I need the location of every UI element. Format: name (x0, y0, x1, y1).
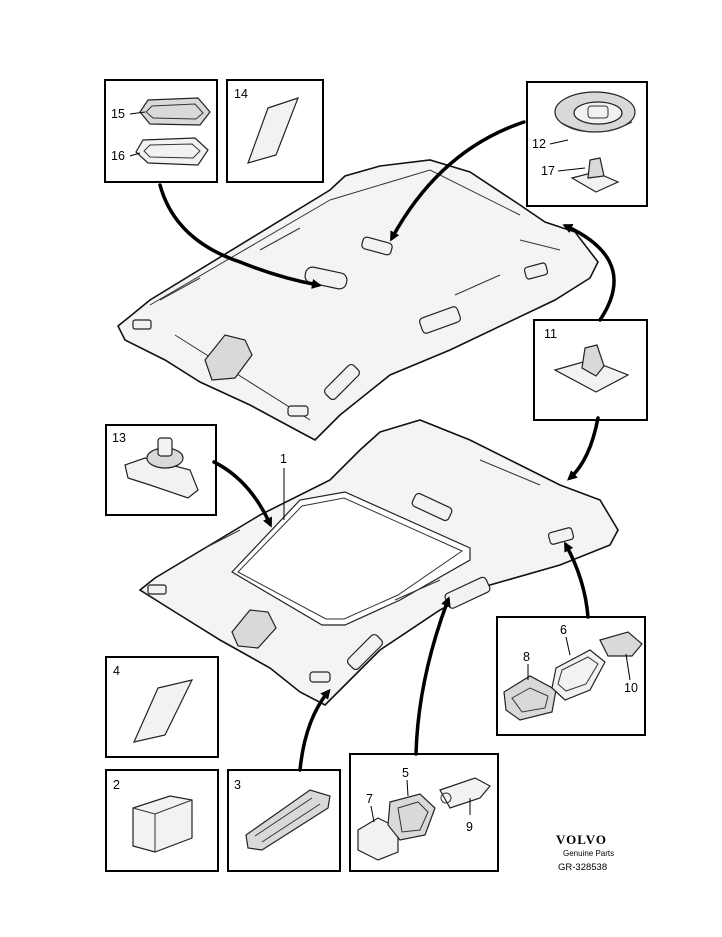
callout-6: 6 (560, 623, 567, 637)
callout-9: 9 (466, 820, 473, 834)
inset-box-3: 3 (227, 769, 341, 872)
diagram-code: GR-328538 (558, 862, 607, 873)
callout-10: 10 (624, 681, 638, 695)
inset-box-14: 14 (226, 79, 324, 183)
part-5-lens (387, 793, 436, 841)
callout-12: 12 (532, 137, 546, 151)
sunroof-opening (231, 491, 471, 626)
part-8-lamp (503, 675, 557, 721)
callout-1: 1 (280, 452, 287, 466)
callout-5: 5 (402, 766, 409, 780)
part-2-pad (132, 795, 193, 853)
inset-box-15-16: 15 16 (104, 79, 218, 183)
callout-16: 16 (111, 149, 125, 163)
inset-box-4: 4 (105, 656, 219, 758)
callout-7: 7 (366, 792, 373, 806)
callout-3: 3 (234, 778, 241, 792)
headliner-upper (116, 159, 599, 441)
callout-15: 15 (111, 107, 125, 121)
part-15-cover (139, 97, 211, 126)
callout-4: 4 (113, 664, 120, 678)
part-14-strip (247, 97, 300, 164)
part-16-frame (135, 137, 209, 166)
part-17-clip (570, 171, 620, 193)
inset-box-5-7-9: 7 5 9 (349, 753, 499, 872)
callout-14: 14 (234, 87, 248, 101)
inset-box-13: 13 (105, 424, 217, 516)
logo-tagline: Genuine Parts (563, 849, 614, 858)
part-11-clip (553, 359, 630, 393)
inset-box-12-17: 12 17 (526, 81, 648, 207)
callout-8: 8 (523, 650, 530, 664)
arrows (158, 120, 616, 772)
inset-box-11: 11 (533, 319, 648, 421)
part-10-clip (599, 631, 643, 657)
inset-box-2: 2 (105, 769, 219, 872)
callout-17: 17 (541, 164, 555, 178)
callout-11: 11 (544, 327, 557, 341)
part-6-lens (551, 649, 606, 701)
inset-box-6-8-10: 8 6 10 (496, 616, 646, 736)
volvo-genuine-parts-logo: VOLVO Genuine Parts GR-328538 (556, 832, 614, 873)
part-9-bracket (439, 777, 491, 809)
headliner-lower (138, 419, 619, 706)
logo-brand: VOLVO (556, 832, 607, 847)
part-3-handle (245, 789, 331, 851)
callout-2: 2 (113, 778, 120, 792)
part-7-bezel (357, 817, 399, 861)
part-4-strip (132, 679, 194, 743)
callout-13: 13 (112, 431, 126, 445)
